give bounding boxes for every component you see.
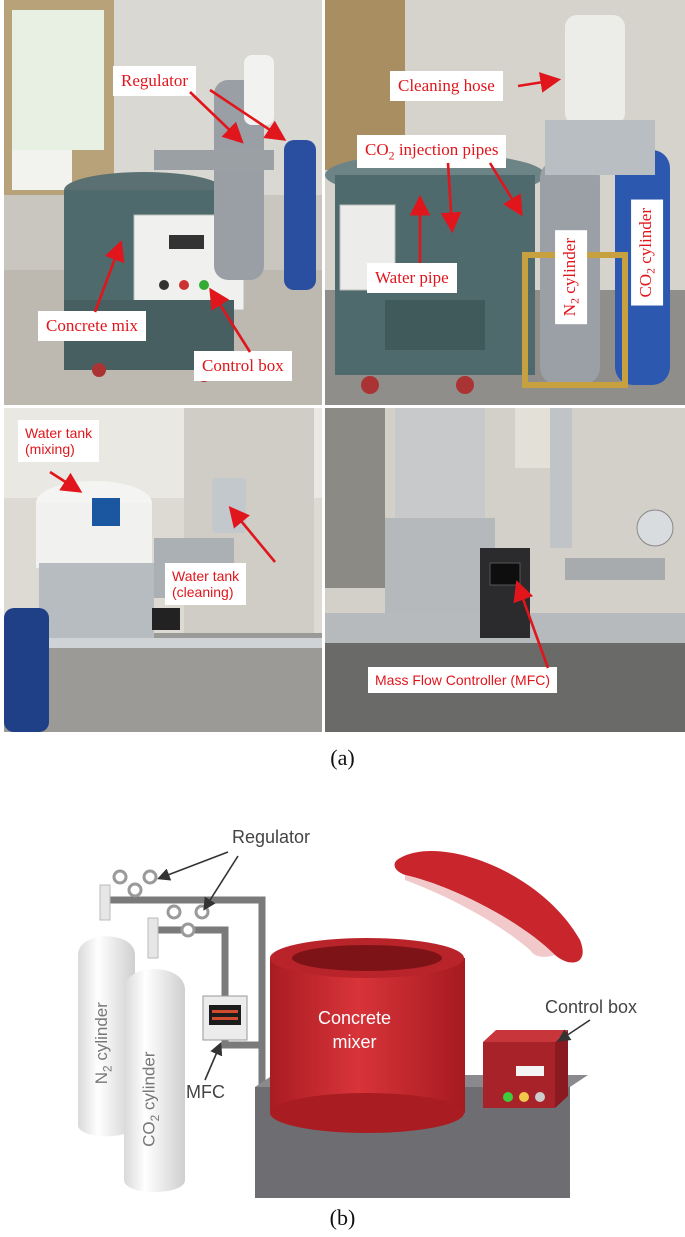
n2-sub: 2 — [567, 297, 582, 304]
arrow-b-control-box — [557, 1019, 591, 1042]
co2-injection-post: injection pipes — [394, 140, 499, 159]
label-water-tank-cleaning: Water tank (cleaning) — [165, 563, 247, 606]
arrow-b-regulator-2 — [203, 855, 239, 911]
n2-post: cylinder — [560, 238, 579, 298]
label-b-concrete-mixer: Concrete mixer — [318, 1008, 392, 1053]
label-control-box: Control box — [194, 351, 292, 381]
n2-pre: N — [560, 303, 579, 317]
label-b-regulator: Regulator — [232, 827, 311, 847]
photo-1-illustration — [4, 0, 322, 405]
arrow-b-mfc — [204, 1042, 223, 1081]
label-cleaning-hose: Cleaning hose — [390, 71, 503, 101]
label-mass-flow-controller: Mass Flow Controller (MFC) — [368, 667, 558, 694]
co2-post: cylinder — [636, 208, 655, 268]
b-co2-sub: 2 — [147, 1114, 162, 1122]
b-n2-post: cylinder — [91, 1002, 111, 1066]
caption-b: (b) — [329, 1205, 356, 1230]
label-n2-cylinder: N2 cylinder — [555, 230, 588, 325]
b-n2-sub: 2 — [100, 1065, 115, 1073]
arrow-b-regulator-1 — [157, 851, 229, 881]
base-platform — [255, 1075, 588, 1198]
regulator-shapes — [112, 869, 210, 938]
label-co2-cylinder: CO2 cylinder — [631, 200, 664, 306]
co2-pre: CO — [636, 273, 655, 298]
label-b-co2-cylinder: CO2 cylinder — [140, 1051, 162, 1146]
b-n2-pre: N — [91, 1072, 111, 1085]
b-co2-post: cylinder — [139, 1051, 159, 1115]
co2-injection-pre: CO — [365, 140, 389, 159]
b-co2-pre: CO — [139, 1121, 159, 1147]
label-co2-injection-pipes: CO2 injection pipes — [357, 135, 507, 169]
label-water-tank-mixing: Water tank (mixing) — [18, 420, 100, 463]
mixer-lid — [394, 850, 583, 963]
co2-injection-sub: 2 — [388, 148, 395, 163]
gas-pipes — [101, 890, 266, 1090]
mfc-shape — [202, 995, 248, 1041]
caption-a: (a) — [330, 745, 355, 770]
photo-concrete-mix-setup — [4, 0, 322, 405]
label-b-control-box: Control box — [545, 997, 638, 1017]
label-concrete-mix: Concrete mix — [38, 311, 147, 341]
control-box-shape — [483, 1030, 568, 1108]
label-water-pipe: Water pipe — [367, 263, 457, 293]
label-b-mfc: MFC — [186, 1082, 225, 1102]
co2-sub: 2 — [643, 267, 658, 274]
label-b-n2-cylinder: N2 cylinder — [92, 1002, 114, 1084]
label-regulator: Regulator — [113, 66, 197, 96]
